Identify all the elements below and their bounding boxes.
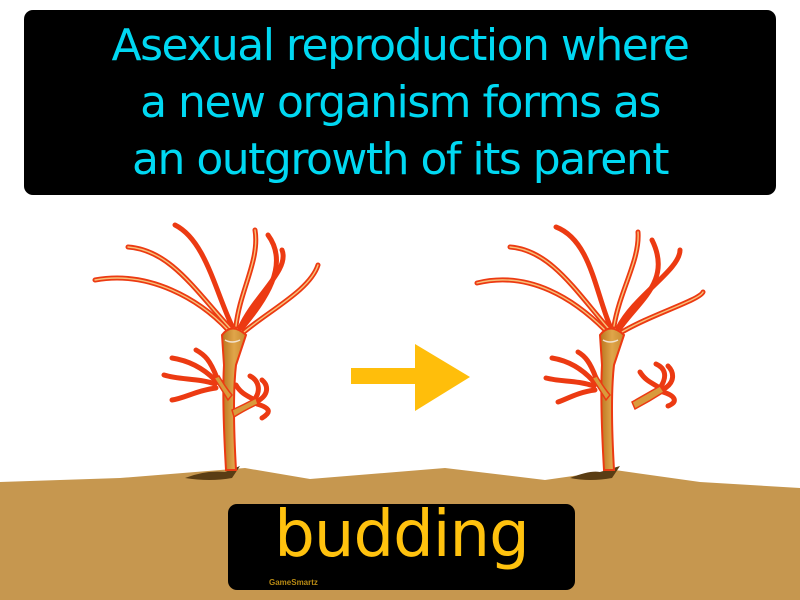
brand-label: GameSmartz bbox=[269, 578, 318, 587]
ground-shadow-left bbox=[185, 466, 240, 480]
right-arrow-icon bbox=[351, 344, 470, 411]
hydra-left-icon bbox=[92, 222, 321, 471]
definition-line-1: Asexual reproduction where bbox=[111, 20, 691, 71]
term-box: budding GameSmartz bbox=[228, 498, 575, 590]
definition-line-3: an outgrowth of its parent bbox=[132, 134, 670, 185]
term-word: budding bbox=[274, 498, 529, 572]
hydra-right-icon bbox=[474, 224, 706, 471]
ground-shadow-right bbox=[570, 466, 620, 480]
definition-box: Asexual reproduction where a new organis… bbox=[24, 10, 776, 195]
definition-line-2: a new organism forms as bbox=[140, 77, 661, 128]
